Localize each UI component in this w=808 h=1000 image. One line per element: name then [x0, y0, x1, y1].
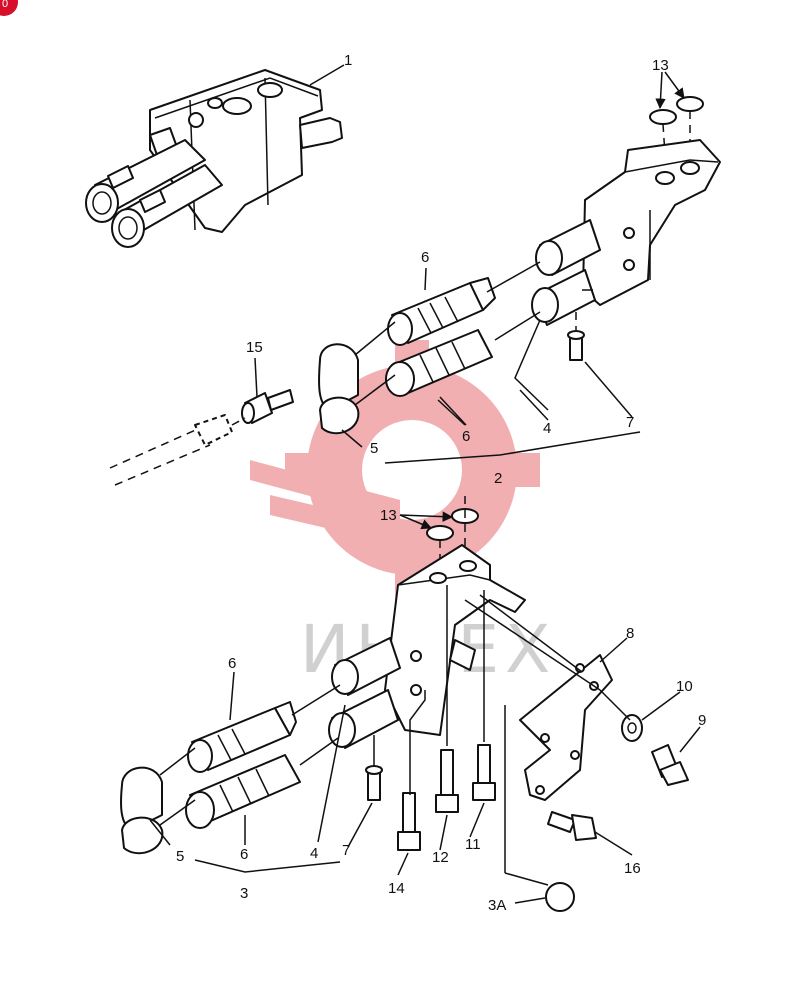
align-line — [159, 747, 196, 776]
bolt-part-7-bottom — [365, 735, 383, 801]
spool-part-6-bottom-upper — [187, 701, 297, 773]
align-line — [479, 594, 583, 673]
callout-13-bottom: 13 — [380, 507, 397, 524]
callout-14: 14 — [388, 880, 405, 897]
o-rings-part-13-bottom — [426, 496, 479, 575]
callout-7-bottom: 7 — [342, 842, 350, 859]
callout-13-top: 13 — [652, 57, 669, 74]
spool-part-6-top-lower — [385, 329, 493, 397]
bracket-part-8 — [519, 654, 613, 801]
callout-3a: 3A — [488, 897, 506, 914]
o-rings-part-13-top — [649, 96, 704, 156]
align-line — [464, 599, 601, 691]
align-line — [159, 799, 196, 826]
washer-part-10 — [621, 714, 643, 742]
bolt-part-11 — [472, 590, 496, 801]
callout-5-bottom: 5 — [176, 848, 184, 865]
callout-10: 10 — [676, 678, 693, 695]
callout-2: 2 — [494, 470, 502, 487]
callout-15: 15 — [246, 339, 263, 356]
valve-section-body-bottom — [328, 544, 526, 749]
spool-part-6-top-upper — [387, 277, 496, 346]
bolt-part-7-top — [567, 312, 585, 361]
callout-7-top: 7 — [626, 414, 634, 431]
callout-4-bottom: 4 — [310, 845, 318, 862]
callout-8: 8 — [626, 625, 634, 642]
align-line — [486, 261, 541, 293]
align-line — [494, 311, 541, 341]
callout-labels: 1 13 6 15 7 6 4 5 2 13 8 6 10 9 7 5 6 4 … — [176, 52, 706, 914]
callout-6-bottom-a: 6 — [228, 655, 236, 672]
callout-6-top-a: 6 — [421, 249, 429, 266]
align-line — [299, 737, 339, 766]
plug-part-3a — [504, 705, 575, 912]
bolt-part-16 — [547, 811, 597, 841]
pipe-line — [109, 414, 246, 486]
corner-badge: 0 — [0, 0, 18, 16]
callout-6-top-b: 6 — [462, 428, 470, 445]
bolt-part-9 — [651, 744, 689, 786]
callout-9: 9 — [698, 712, 706, 729]
leader-lines — [229, 64, 701, 904]
svg-text:0: 0 — [2, 0, 8, 10]
end-cap-part-5-bottom — [120, 766, 164, 855]
end-cap-part-5-top — [318, 343, 360, 435]
callout-16: 16 — [624, 860, 641, 877]
bolt-part-12 — [435, 585, 459, 813]
align-line — [354, 321, 396, 356]
group-bracket-top — [341, 319, 641, 464]
callout-4-top: 4 — [543, 420, 551, 437]
callout-1: 1 — [344, 52, 352, 69]
group-bracket-bottom — [149, 704, 346, 873]
align-line — [354, 374, 396, 406]
callout-6-bottom-b: 6 — [240, 846, 248, 863]
valve-section-body-top — [531, 139, 721, 326]
fitting-part-15 — [241, 389, 294, 424]
align-line — [599, 689, 631, 721]
callout-3: 3 — [240, 885, 248, 902]
callout-5-top: 5 — [370, 440, 378, 457]
bolt-part-14 — [397, 690, 426, 851]
callout-12: 12 — [432, 849, 449, 866]
callout-11: 11 — [465, 836, 481, 853]
align-line — [291, 684, 341, 716]
valve-assembly-part-1 — [85, 69, 343, 248]
